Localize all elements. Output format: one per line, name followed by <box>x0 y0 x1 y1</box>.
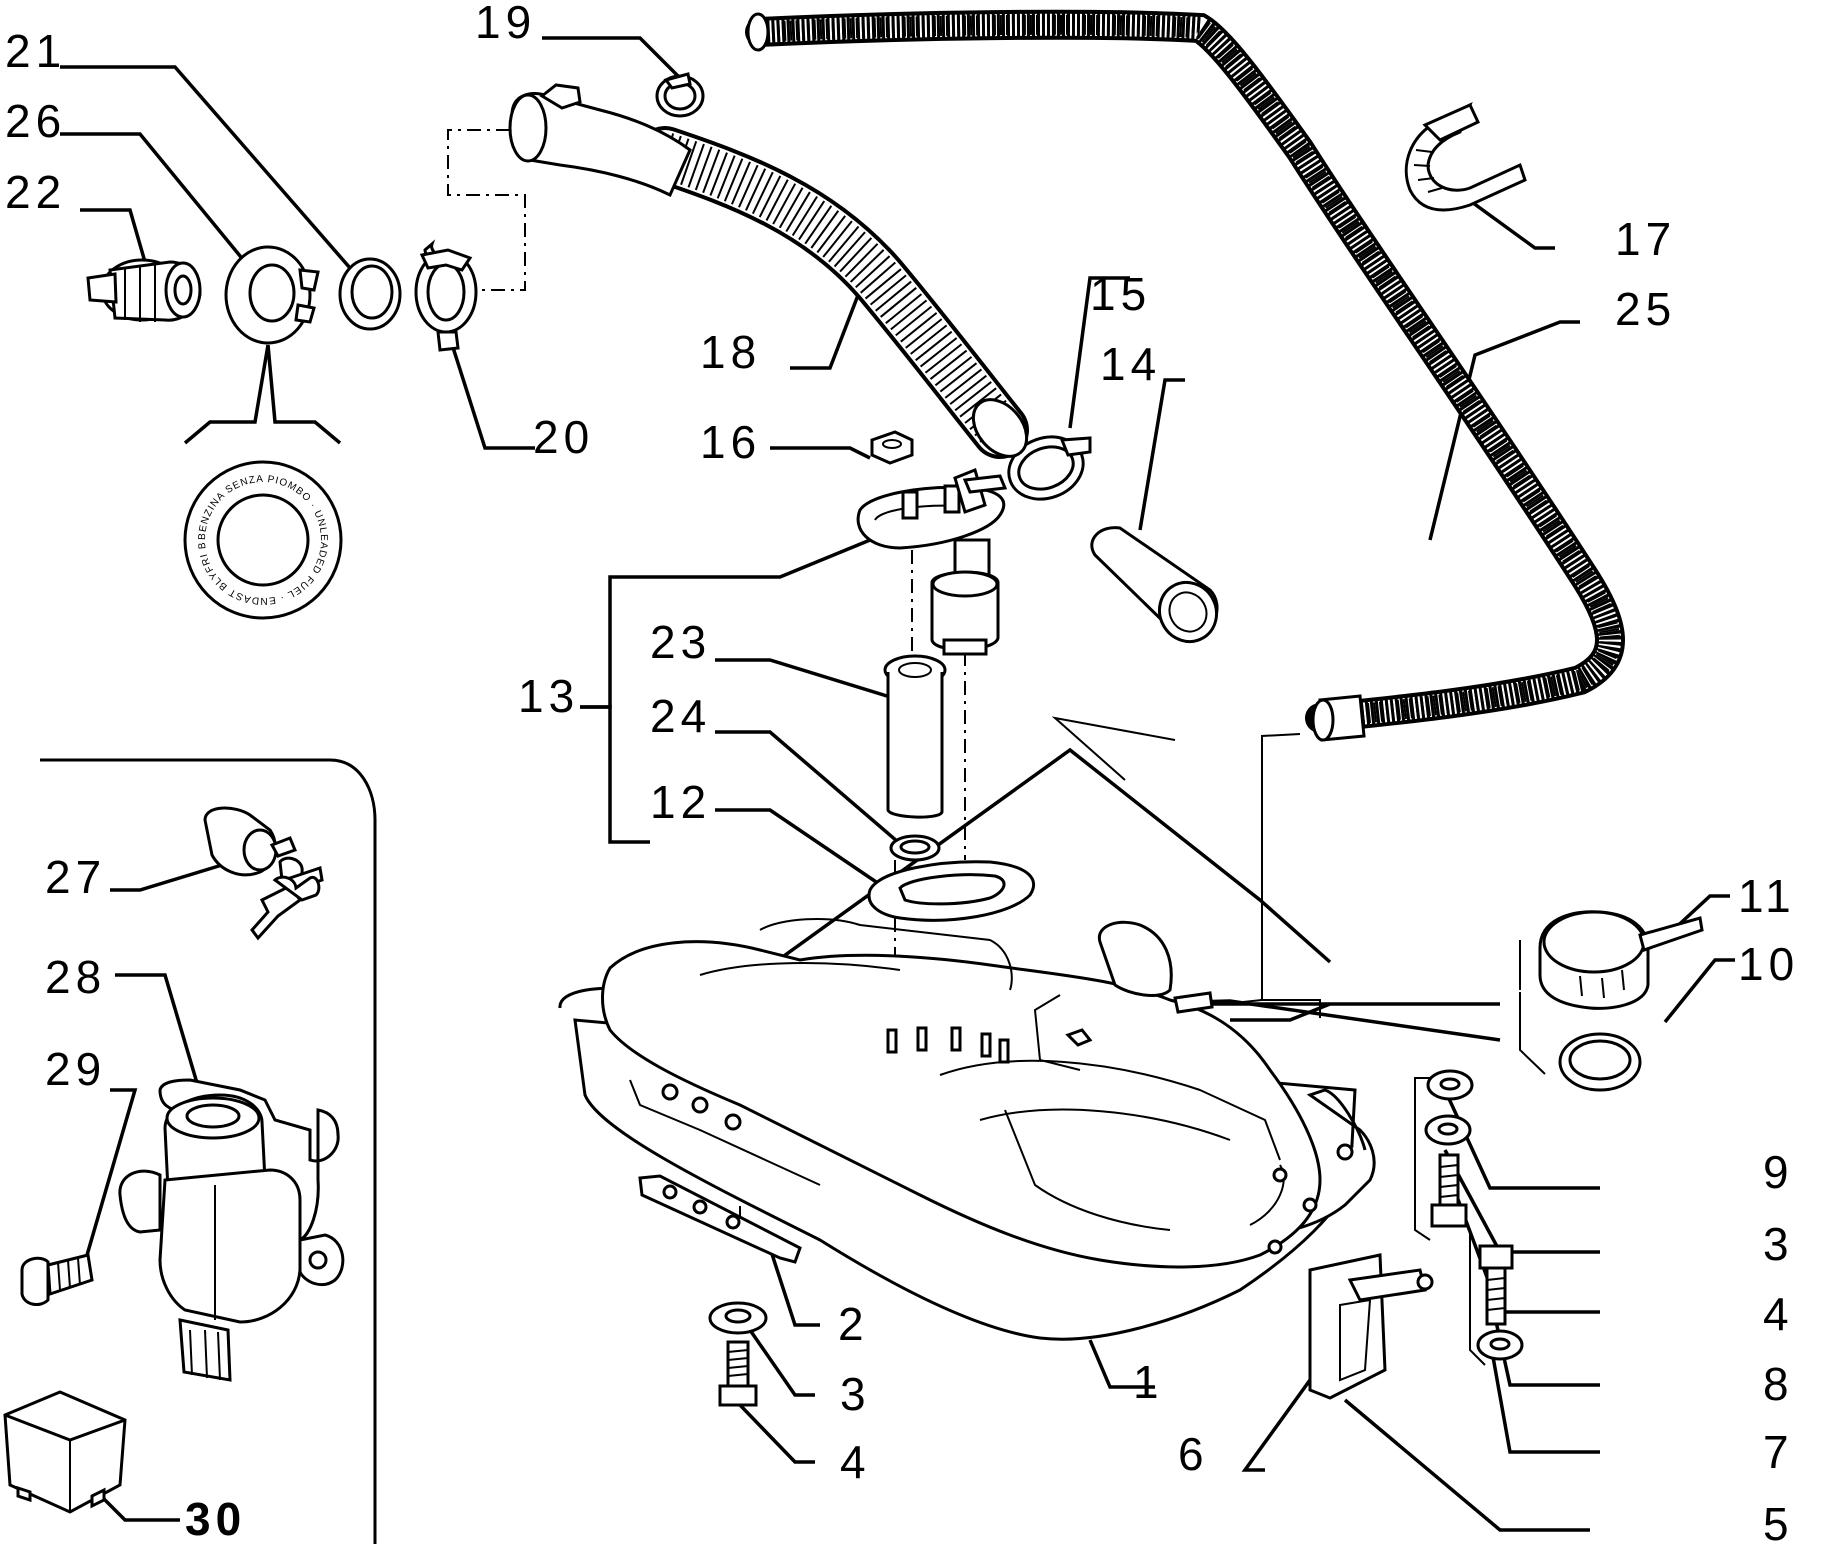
callout-4-right: 4 <box>1763 1288 1794 1340</box>
gasket-ring <box>1558 1032 1642 1092</box>
callout-4: 4 <box>840 1436 871 1488</box>
bolt-left <box>718 1340 758 1407</box>
filler-cap <box>86 258 202 322</box>
mounting-bracket <box>1308 1253 1434 1400</box>
spring-clip <box>414 239 478 352</box>
callout-2: 2 <box>838 1298 869 1350</box>
fuel-tank <box>558 918 1376 1341</box>
filler-flange <box>224 245 320 345</box>
callout-9: 9 <box>1763 1146 1794 1198</box>
relay <box>3 1390 127 1514</box>
callout-5: 5 <box>1763 1498 1794 1544</box>
vent-sleeve <box>1090 526 1219 644</box>
filler-hose <box>508 83 1029 459</box>
callout-19: 19 <box>475 0 536 48</box>
callout-27: 27 <box>45 851 106 903</box>
callout-7: 7 <box>1763 1426 1794 1478</box>
lock-cylinder <box>203 806 324 941</box>
callout-labels: 1 2 3 4 5 6 7 8 4 3 9 10 11 12 13 14 15 … <box>5 0 1799 1544</box>
callout-6: 6 <box>1178 1428 1209 1480</box>
callout-28: 28 <box>45 951 106 1003</box>
callout-1: 1 <box>1133 1356 1164 1408</box>
filter-sleeve <box>883 654 947 819</box>
bolt-right-lower <box>1478 1244 1514 1326</box>
callout-16: 16 <box>700 416 761 468</box>
callout-11: 11 <box>1738 870 1796 922</box>
callout-18: 18 <box>700 326 761 378</box>
washer-right-lower <box>1476 1329 1524 1361</box>
screw <box>20 1253 94 1307</box>
hose-clamp-15 <box>1007 435 1092 501</box>
callout-17: 17 <box>1615 213 1676 265</box>
washer-right-mid <box>1424 1114 1472 1146</box>
bolt-right-upper <box>1430 1153 1468 1228</box>
pump-studs <box>886 1026 1010 1064</box>
hose-clamp-19 <box>655 72 705 118</box>
callout-21: 21 <box>5 25 66 77</box>
filler-ring <box>338 257 402 331</box>
callout-3-right: 3 <box>1763 1218 1794 1270</box>
pump-gasket <box>867 860 1036 922</box>
callout-22: 22 <box>5 166 66 218</box>
callout-12: 12 <box>650 776 711 828</box>
callout-10: 10 <box>1738 938 1799 990</box>
inset-panel <box>40 758 377 1544</box>
callout-15: 15 <box>1090 268 1151 320</box>
callout-29: 29 <box>45 1043 106 1095</box>
callout-26: 26 <box>5 95 66 147</box>
callout-8: 8 <box>1763 1358 1794 1410</box>
filter-seal <box>889 834 941 862</box>
callout-13: 13 <box>518 670 579 722</box>
fuel-pump-assembly <box>856 467 1008 656</box>
callout-14: 14 <box>1100 338 1161 390</box>
callout-23: 23 <box>650 616 711 668</box>
callout-20: 20 <box>533 411 594 463</box>
vent-hose <box>745 9 1625 742</box>
callout-3: 3 <box>840 1368 871 1420</box>
callout-25: 25 <box>1615 283 1676 335</box>
washer-right-top <box>1426 1069 1474 1101</box>
callout-24: 24 <box>650 690 711 742</box>
vent-valve <box>1538 910 1704 1010</box>
callout-30: 30 <box>185 1493 246 1544</box>
hose-clip <box>1404 101 1527 212</box>
tank-strap <box>638 1174 802 1264</box>
ignition-switch <box>118 1078 345 1382</box>
washer-left <box>708 1301 768 1335</box>
nut <box>870 430 914 465</box>
